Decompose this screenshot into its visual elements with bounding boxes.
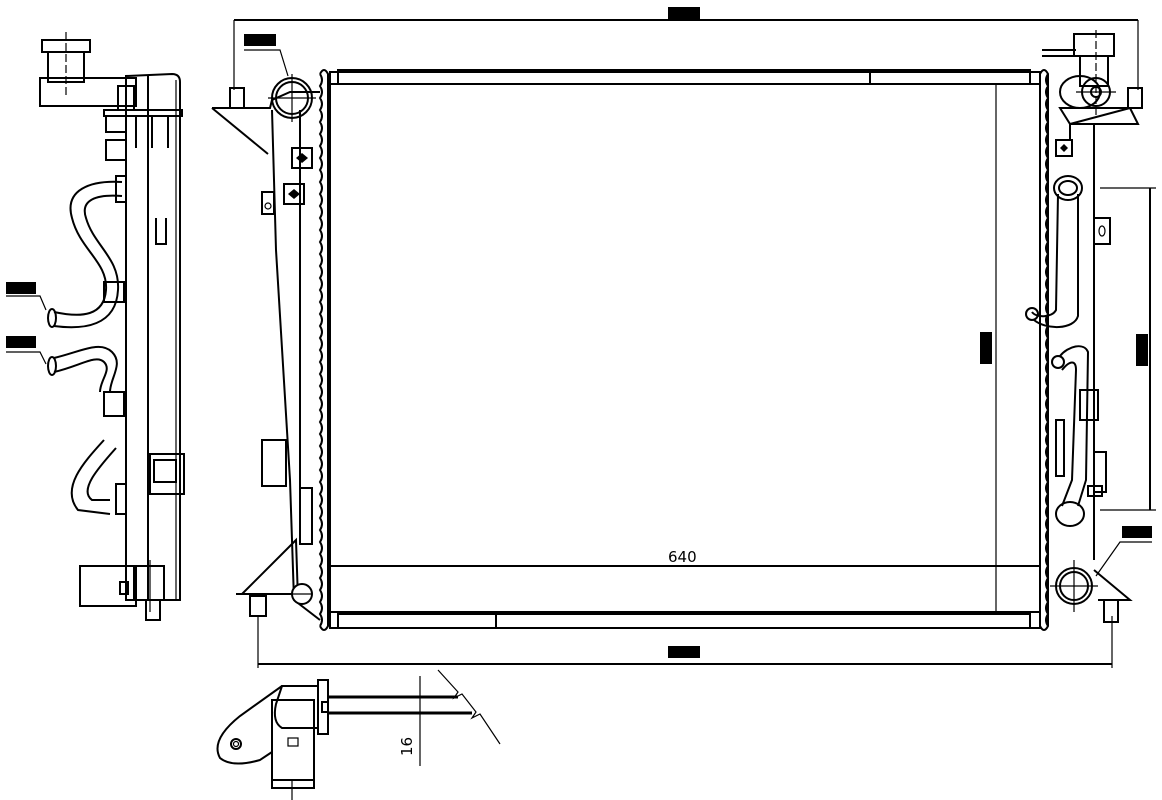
overall-width-bottom-label (668, 646, 700, 658)
bracket-detail: 16 (216, 669, 501, 800)
oil-cooler-label-upper (6, 282, 36, 294)
side-view (6, 32, 185, 621)
core-height-label (980, 332, 992, 364)
inlet-label (244, 34, 276, 46)
outlet-spacing-label (1136, 334, 1148, 366)
front-view: 640 (211, 7, 1156, 668)
core-thickness-dimension: 16 (398, 737, 416, 756)
overall-width-top-label (668, 7, 700, 19)
oil-cooler-label-lower (6, 336, 36, 348)
core-width-dimension: 640 (668, 548, 697, 566)
outlet-label (1122, 526, 1152, 538)
